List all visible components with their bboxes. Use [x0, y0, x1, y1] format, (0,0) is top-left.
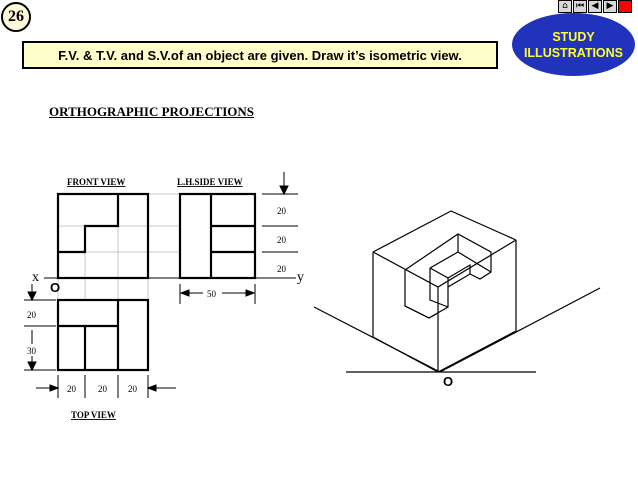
study-illustrations-button[interactable]: STUDY ILLUSTRATIONS: [512, 13, 635, 76]
dim-side-h1: 20: [277, 206, 287, 216]
top-view: [56, 298, 150, 372]
side-dimensions: [179, 172, 298, 304]
slide-number: 26: [1, 2, 31, 32]
dim-top-w2: 20: [98, 384, 108, 394]
dim-side-width: 50: [207, 289, 217, 299]
top-dimensions: [24, 284, 176, 398]
dim-side-h2: 20: [277, 235, 287, 245]
dim-top-depth1: 20: [27, 310, 37, 320]
front-view-label: FRONT VIEW: [67, 177, 125, 187]
orthographic-heading: ORTHOGRAPHIC PROJECTIONS: [49, 104, 255, 119]
home-icon[interactable]: ⌂: [558, 0, 572, 13]
prev-slide-icon[interactable]: ◀: [588, 0, 602, 13]
exit-icon[interactable]: [618, 0, 632, 13]
dim-top-depth2: 30: [27, 346, 37, 356]
x-axis-label: x: [32, 270, 39, 285]
next-slide-icon[interactable]: ▶: [603, 0, 617, 13]
problem-statement: F.V. & T.V. and S.V.of an object are giv…: [22, 41, 498, 69]
slide-navigation: ⌂ ⏮ ◀ ▶: [558, 0, 632, 13]
dim-top-w3: 20: [128, 384, 138, 394]
front-view: [56, 192, 150, 280]
badge-line-2: ILLUSTRATIONS: [523, 45, 624, 60]
projection-guides: [57, 193, 180, 300]
y-axis-label: y: [297, 270, 304, 285]
dim-side-h3: 20: [277, 264, 287, 274]
first-slide-icon[interactable]: ⏮: [573, 0, 587, 13]
side-view-label: L.H.SIDE VIEW: [177, 177, 243, 187]
dim-top-w1: 20: [67, 384, 77, 394]
isometric-view: [313, 210, 601, 373]
origin-label: O: [50, 280, 60, 295]
iso-origin-label: O: [443, 374, 453, 389]
side-view: [178, 192, 257, 280]
top-view-label: TOP VIEW: [71, 410, 116, 420]
badge-line-1: STUDY: [552, 29, 595, 44]
